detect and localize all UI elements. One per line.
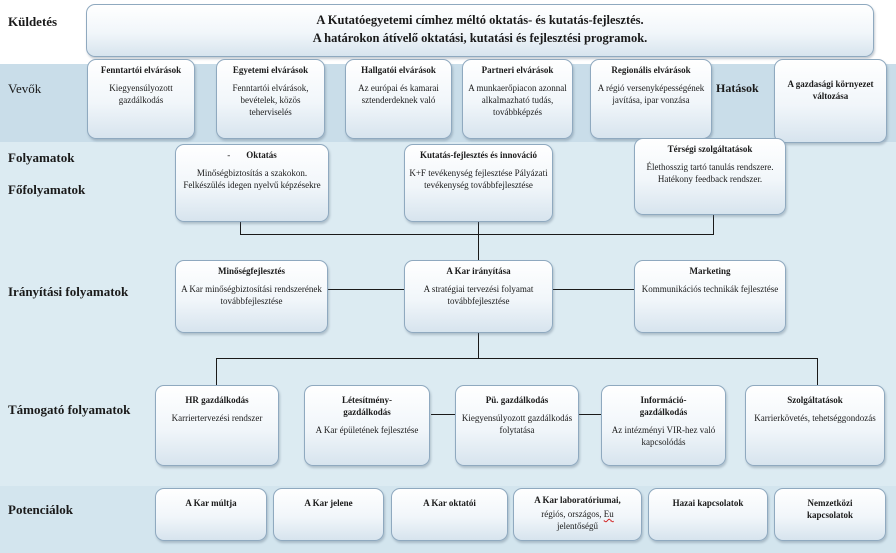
support-desc: Kiegyensúlyozott gazdálkodás folytatása (461, 413, 573, 435)
customer-desc: Az európai és kamarai sztenderdeknek val… (358, 83, 439, 105)
label-main-processes: Főfolyamatok (8, 182, 86, 197)
main-desc: K+F tevékenység fejlesztése Pályázati te… (409, 168, 548, 190)
support-title: Létesítmény-gazdálkodás (342, 395, 392, 417)
customer-title: Fenntartói elvárások (100, 65, 182, 75)
customer-box-fenntartoi: Fenntartói elvárások Kiegyensúlyozott ga… (87, 59, 195, 139)
connector-main-kf-down (478, 222, 479, 260)
potential-title: A Kar laboratóriumai, (534, 495, 621, 505)
potential-title: Nemzetközi kapcsolatok (806, 498, 853, 520)
potential-title: A Kar jelene (304, 498, 353, 508)
control-title: Minőségfejlesztés (218, 266, 285, 276)
potential-box-multja: A Kar múltja (155, 488, 267, 541)
potential-extra-2: Eu (603, 509, 614, 519)
connector-control-down (478, 333, 479, 358)
potential-box-oktatoi: A Kar oktatói (391, 488, 508, 541)
support-title: Pü. gazdálkodás (485, 395, 549, 405)
label-processes: Folyamatok (8, 150, 75, 165)
customer-desc: A régió versenyképességének javítása, ip… (597, 83, 705, 105)
support-title: HR gazdálkodás (185, 395, 249, 405)
label-control-processes: Irányítási folyamatok (8, 284, 129, 299)
support-desc: Karriertervezési rendszer (171, 413, 263, 423)
control-box-iranyitas: A Kar irányítása A stratégiai tervezési … (404, 260, 553, 333)
mission-line-1: A Kutatóegyetemi címhez méltó oktatás- é… (316, 13, 644, 27)
bullet-dash: - (227, 150, 231, 160)
label-potentials: Potenciálok (8, 502, 73, 517)
potential-extra: régiós, országos, Eu (518, 508, 637, 520)
control-desc: A Kar minőségbiztosítási rendszerének to… (181, 284, 322, 306)
potential-extra-3: jelentőségű (557, 521, 598, 531)
connector-support-szolg (817, 358, 818, 385)
main-box-tersegi: Térségi szolgáltatások Élethosszig tartó… (634, 138, 786, 215)
control-box-minoseg: Minőségfejlesztés A Kar minőségbiztosítá… (175, 260, 328, 333)
label-mission: Küldetés (8, 14, 58, 29)
customer-title: Hallgatói elvárások (361, 65, 436, 75)
support-box-letesitmeny: Létesítmény-gazdálkodás A Kar épületének… (304, 385, 430, 466)
effects-label: Hatások (716, 81, 759, 95)
support-desc: A Kar épületének fejlesztése (315, 425, 419, 435)
support-title: Szolgáltatások (787, 395, 843, 405)
support-box-informacio: Információ-gazdálkodás Az intézményi VIR… (601, 385, 726, 466)
potential-title: A Kar múltja (185, 498, 237, 508)
customer-desc: Fenntartói elvárások, bevételek, közös t… (232, 83, 309, 117)
control-desc: A stratégiai tervezési folyamat továbbfe… (423, 284, 534, 306)
control-desc: Kommunikációs technikák fejlesztése (641, 284, 779, 294)
support-title: Információ-gazdálkodás (639, 395, 688, 417)
main-title: Kutatás-fejlesztés és innováció (420, 150, 537, 160)
effect-box: A gazdasági környezet változása (774, 59, 887, 143)
customer-title: Egyetemi elvárások (232, 65, 309, 75)
customer-desc: A munkaerőpiacon azonnal alkalmazható tu… (468, 83, 567, 117)
main-box-oktatas: - Oktatás Minőségbiztosítás a szakokon. F… (175, 144, 329, 222)
support-box-szolgaltatasok: Szolgáltatások Karrierkövetés, tehetségg… (745, 385, 885, 466)
customer-box-partneri: Partneri elvárások A munkaerőpiacon azon… (462, 59, 573, 139)
support-box-hr: HR gazdálkodás Karriertervezési rendszer (155, 385, 279, 466)
control-title: A Kar irányítása (446, 266, 511, 276)
main-title-text: Oktatás (246, 150, 277, 160)
potential-title: Hazai kapcsolatok (672, 498, 744, 508)
connector-main-tersegi (713, 214, 714, 235)
customer-box-egyetemi: Egyetemi elvárások Fenntartói elvárások,… (216, 59, 325, 139)
connector-control-right (553, 289, 634, 290)
potential-box-jelene: A Kar jelene (273, 488, 384, 541)
control-title: Marketing (689, 266, 731, 276)
potential-box-nemzetkozi: Nemzetközi kapcsolatok (774, 488, 886, 541)
potential-box-hazai: Hazai kapcsolatok (648, 488, 768, 541)
support-desc: Karrierkövetés, tehetséggondozás (754, 413, 876, 423)
main-desc: Élethosszig tartó tanulás rendszere. Hat… (646, 162, 774, 184)
potential-title: A Kar oktatói (423, 498, 476, 508)
connector-main-oktatas (240, 221, 241, 235)
customer-title: Regionális elvárások (611, 65, 691, 75)
customer-box-regionalis: Regionális elvárások A régió versenyképe… (590, 59, 712, 139)
mission-box: A Kutatóegyetemi címhez méltó oktatás- é… (86, 4, 874, 57)
main-box-kf: Kutatás-fejlesztés és innováció K+F tevé… (404, 144, 553, 222)
connector-support-hr (216, 358, 217, 386)
potential-extra-1: régiós, országos, (541, 509, 602, 519)
effect-title: A gazdasági környezet változása (787, 79, 874, 101)
main-desc: Minőségbiztosítás a szakokon. Felkészülé… (183, 168, 321, 190)
label-customers: Vevők (8, 81, 42, 96)
support-box-pu: Pü. gazdálkodás Kiegyensúlyozott gazdálk… (455, 385, 579, 466)
customer-title: Partneri elvárások (481, 65, 554, 75)
potential-box-laboratoriumai: A Kar laboratóriumai, régiós, országos, … (513, 488, 642, 541)
control-box-marketing: Marketing Kommunikációs technikák fejles… (634, 260, 786, 333)
mission-line-2: A határokon átívelő oktatási, kutatási é… (312, 31, 648, 45)
main-title: - Oktatás (180, 149, 324, 161)
main-title: Térségi szolgáltatások (667, 144, 753, 154)
customer-box-hallgatoi: Hallgatói elvárások Az európai és kamara… (345, 59, 452, 139)
customer-desc: Kiegyensúlyozott gazdálkodás (109, 83, 173, 105)
label-support-processes: Támogató folyamatok (8, 402, 131, 417)
support-desc: Az intézményi VIR-hez való kapcsolódás (611, 425, 716, 447)
connector-control-left (328, 289, 404, 290)
connector-support-top (216, 358, 818, 359)
connector-main-h (240, 234, 714, 235)
